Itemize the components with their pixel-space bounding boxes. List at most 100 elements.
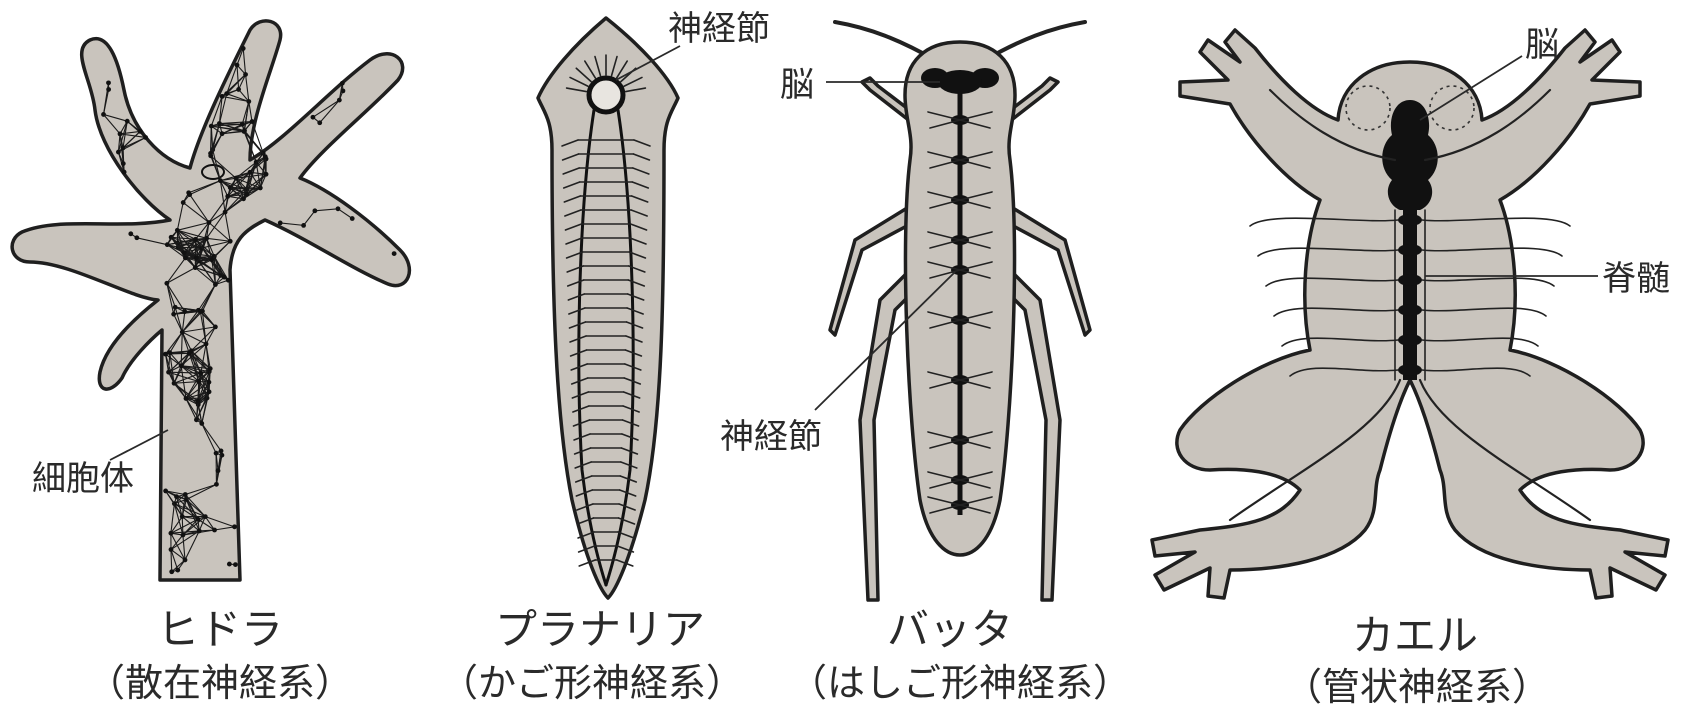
name-grasshopper: バッタ — [887, 605, 1013, 654]
nerve-cell — [166, 370, 171, 375]
nerve-cell — [164, 281, 169, 286]
nerve-cell — [246, 99, 251, 104]
nerve-cell — [209, 124, 214, 129]
label-cell-body: 細胞体 — [32, 459, 134, 499]
nerve-cell — [234, 176, 239, 181]
label-ganglion-grasshopper: 神経節 — [720, 417, 822, 457]
planaria-illustration: 神経節 プラナリア （かご形神経系） — [440, 9, 770, 705]
nerve-cell — [181, 200, 186, 205]
nerve-cell — [222, 275, 227, 280]
spinal-ganglion — [1398, 274, 1422, 286]
nerve-cell — [350, 216, 355, 221]
nerve-cell — [225, 194, 230, 199]
spinal-ganglion — [1398, 304, 1422, 316]
name-frog: カエル — [1352, 611, 1478, 660]
nerve-cell — [138, 129, 143, 134]
nerve-cell — [203, 514, 208, 519]
nerve-cell — [106, 80, 111, 85]
nerve-cell — [193, 237, 198, 242]
nerve-cell — [197, 529, 202, 534]
nerve-cell — [163, 352, 168, 357]
nerve-cell — [125, 119, 130, 124]
nerve-cell — [311, 115, 316, 120]
nerve-cell — [174, 494, 179, 499]
nerve-cell — [207, 220, 212, 225]
nerve-cell — [116, 150, 121, 155]
spinal-ganglion — [1398, 214, 1422, 226]
nerve-cell — [183, 558, 188, 563]
spinal-ganglion — [1398, 364, 1422, 376]
nerve-cell — [167, 350, 172, 355]
nerve-cell — [208, 151, 213, 156]
nerve-cell — [226, 278, 231, 283]
nerve-cell — [194, 255, 199, 260]
nerve-cell — [337, 98, 342, 103]
nerve-cell — [121, 146, 126, 151]
nerve-cell — [169, 569, 174, 574]
grasshopper-illustration: 脳 神経節 バッタ （はしご形神経系） — [720, 22, 1131, 705]
nerve-cell — [317, 120, 322, 125]
nerve-cell — [340, 81, 345, 86]
nerve-cell — [118, 131, 123, 136]
nerve-cell — [216, 468, 221, 473]
nerve-cell — [248, 170, 253, 175]
nerve-cell — [194, 417, 199, 422]
nerve-cell — [198, 371, 203, 376]
nerve-cell — [183, 492, 188, 497]
nerve-cell — [165, 242, 170, 247]
nerve-cell — [213, 324, 218, 329]
spinal-ganglion — [1398, 244, 1422, 256]
nerve-cell — [232, 524, 237, 529]
nerve-cell — [263, 154, 268, 159]
nerve-cell — [217, 121, 222, 126]
system-grasshopper: （はしご形神経系） — [789, 661, 1131, 705]
nerve-cell — [183, 256, 188, 261]
nerve-cell — [171, 312, 176, 317]
nerve-cell — [180, 533, 185, 538]
nerve-cell — [101, 112, 106, 117]
nerve-cell — [258, 186, 263, 191]
nerve-cell — [242, 128, 247, 133]
nerve-cell — [168, 531, 173, 536]
label-brain-grasshopper: 脳 — [780, 65, 814, 105]
nerve-cell — [207, 389, 212, 394]
nerve-cell — [193, 265, 198, 270]
nerve-cell — [214, 451, 219, 456]
nerve-cell — [199, 421, 204, 426]
nerve-cell — [143, 135, 148, 140]
nerve-cell — [184, 396, 189, 401]
label-brain-frog: 脳 — [1525, 25, 1559, 65]
nerve-cell — [196, 517, 201, 522]
nerve-cell — [106, 87, 111, 92]
nerve-cell — [278, 220, 283, 225]
nerve-cell — [336, 206, 341, 211]
nerve-cell — [208, 366, 213, 371]
nerve-cell — [182, 250, 187, 255]
nerve-cell — [236, 87, 241, 92]
nerve-cell — [224, 91, 229, 96]
nerve-cell — [173, 305, 178, 310]
label-spinal-cord: 脊髄 — [1602, 259, 1670, 299]
nerve-cell — [169, 547, 174, 552]
nerve-cell — [175, 228, 180, 233]
nerve-cell — [241, 46, 246, 51]
nerve-cell — [223, 210, 228, 215]
nerve-cell — [228, 239, 233, 244]
nerve-cell — [128, 231, 133, 236]
nerve-cell — [218, 178, 223, 183]
nerve-cell — [163, 489, 168, 494]
name-planaria: プラナリア — [495, 605, 705, 654]
nerve-cell — [233, 562, 238, 567]
system-hydra: （散在神経系） — [87, 661, 353, 705]
nerve-cell — [179, 363, 184, 368]
nerve-cell — [241, 196, 246, 201]
nerve-cell — [220, 131, 225, 136]
hydra-illustration: 細胞体 ヒドラ （散在神経系） — [12, 21, 409, 705]
nerve-cell — [301, 223, 306, 228]
nerve-cell — [220, 94, 225, 99]
nerve-cell — [213, 282, 218, 287]
nerve-cell — [122, 170, 127, 175]
label-ganglion-planaria: 神経節 — [668, 9, 770, 49]
nerve-cell — [312, 208, 317, 213]
nerve-cell — [245, 192, 250, 197]
